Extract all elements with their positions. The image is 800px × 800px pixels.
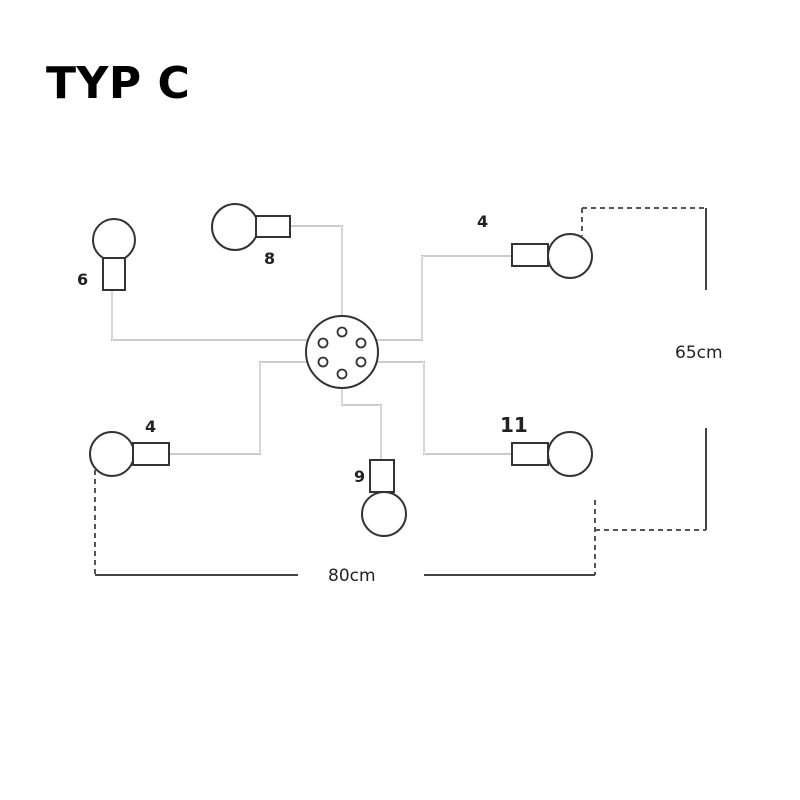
bulb bbox=[547, 431, 593, 477]
arm-top-left bbox=[290, 225, 343, 322]
socket bbox=[102, 257, 126, 291]
hub bbox=[305, 315, 379, 389]
socket bbox=[132, 442, 170, 466]
bulb bbox=[547, 233, 593, 279]
arm-bottom bbox=[341, 378, 382, 460]
arm-length-left: 6 bbox=[77, 270, 88, 289]
arm-length-top-right: 4 bbox=[477, 212, 488, 231]
bulb bbox=[211, 203, 259, 251]
hub-hole bbox=[355, 356, 367, 368]
arm-bottom-right bbox=[370, 361, 514, 455]
arm-length-bottom: 9 bbox=[354, 467, 365, 486]
bulb bbox=[361, 491, 407, 537]
lamp-bottom-left bbox=[89, 431, 170, 477]
lamp-top-left bbox=[211, 203, 291, 251]
height-label: 65cm bbox=[675, 343, 723, 363]
hub-hole bbox=[355, 337, 367, 349]
hub-hole bbox=[317, 337, 329, 349]
bulb bbox=[92, 218, 136, 262]
arm-bottom-left bbox=[168, 361, 310, 455]
arm-length-bottom-right: 11 bbox=[500, 413, 528, 437]
socket bbox=[255, 215, 291, 238]
hub-hole bbox=[336, 368, 348, 380]
bulb bbox=[89, 431, 135, 477]
arm-top-right bbox=[370, 255, 514, 341]
arm-length-bottom-left: 4 bbox=[145, 417, 156, 436]
lamp-bottom-right bbox=[511, 431, 593, 477]
diagram-title: TYP C bbox=[46, 58, 191, 109]
width-dimension: 80cm bbox=[94, 470, 596, 586]
lamp-top-right bbox=[511, 233, 593, 279]
lamp-bottom bbox=[361, 459, 407, 537]
height-dimension: 65cm bbox=[581, 207, 723, 531]
arm-left bbox=[111, 290, 310, 341]
socket bbox=[511, 243, 549, 267]
socket bbox=[369, 459, 395, 493]
socket bbox=[511, 442, 549, 466]
hub-hole bbox=[336, 326, 348, 338]
hub-hole bbox=[317, 356, 329, 368]
lamp-left bbox=[92, 218, 136, 291]
arm-length-top-left: 8 bbox=[264, 249, 275, 268]
width-label: 80cm bbox=[328, 566, 376, 586]
